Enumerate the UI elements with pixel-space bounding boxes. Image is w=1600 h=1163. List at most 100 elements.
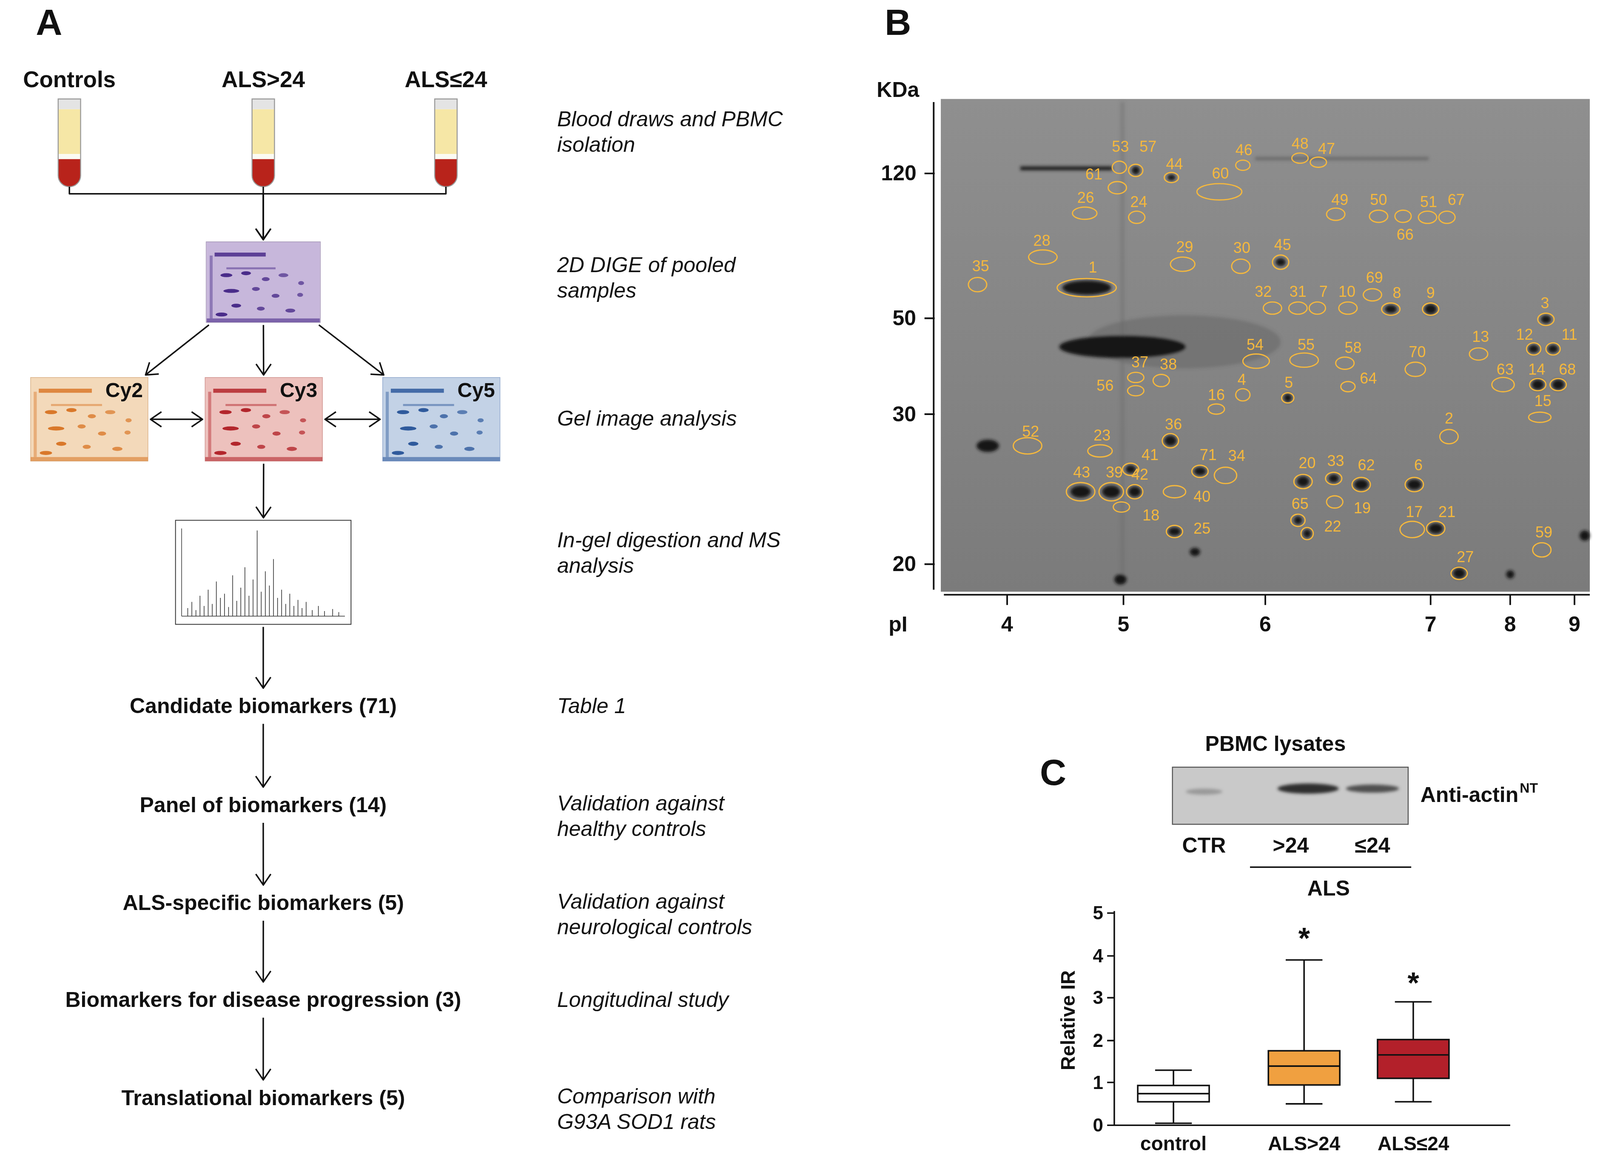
spot-rings-part xyxy=(1013,437,1042,454)
callout-number: 24 xyxy=(1130,193,1148,211)
callout-number: 65 xyxy=(1291,495,1309,513)
axis-label: 20 xyxy=(892,552,917,576)
axis-label: 120 xyxy=(881,161,917,186)
tick-label: 3 xyxy=(1093,987,1104,1008)
blood-tube: ALS≤24 xyxy=(434,99,458,187)
spot-rings-part xyxy=(1170,257,1196,272)
spot-rings-part xyxy=(1491,377,1515,393)
callout-number: 70 xyxy=(1409,343,1427,361)
ms-spectrum-image: In-gel digestion and MS analysis xyxy=(175,520,352,625)
ms-spectrum-part xyxy=(187,530,339,617)
step-description: In-gel digestion and MS analysis xyxy=(557,527,855,579)
significance-star: * xyxy=(1407,967,1419,1000)
blood-tube-part xyxy=(252,99,275,110)
callout-number: 55 xyxy=(1297,336,1315,354)
spot-rings-part xyxy=(1214,467,1237,484)
spot-rings-part xyxy=(1108,181,1127,194)
spot-rings-part xyxy=(1451,567,1468,580)
spot-rings-part xyxy=(1128,211,1145,224)
axis-label: pI xyxy=(888,612,908,637)
callout-number: 64 xyxy=(1359,370,1377,388)
box-plot-part xyxy=(1137,1085,1210,1102)
axis-label: 30 xyxy=(892,402,917,427)
spot-rings-part xyxy=(1418,211,1437,224)
blood-tube-part xyxy=(252,153,275,160)
flow-arrow xyxy=(255,1017,271,1080)
gel-thumbnails xyxy=(30,241,501,462)
blood-tube-part xyxy=(252,159,275,187)
spot-rings-part xyxy=(1526,342,1541,356)
channel-gel-image: Cy2 xyxy=(30,377,149,462)
step-description: Longitudinal study xyxy=(557,987,729,1013)
callout-number: 43 xyxy=(1073,464,1091,482)
spot-rings-part xyxy=(1272,255,1289,270)
callout-number: 42 xyxy=(1131,466,1149,484)
blood-tube-part xyxy=(58,99,81,187)
step-text: Candidate biomarkers (71) xyxy=(129,693,397,719)
step-text: Translational biomarkers (5) xyxy=(121,1085,406,1111)
gel-thumbnails-part xyxy=(204,377,323,462)
blood-tube xyxy=(434,99,458,187)
blood-tube: Controls xyxy=(58,99,81,187)
callout-number: 50 xyxy=(1369,191,1387,209)
callout-number: 20 xyxy=(1298,454,1316,472)
callout-number: 17 xyxy=(1405,503,1423,521)
callout-number: 13 xyxy=(1471,328,1489,346)
flow-arrow xyxy=(255,626,271,689)
blood-tubes xyxy=(58,99,458,187)
flow-arrow xyxy=(324,411,381,427)
callout-number: 5 xyxy=(1284,374,1293,392)
significance-star: * xyxy=(1298,922,1310,956)
callout-number: 15 xyxy=(1534,392,1552,410)
2d-gel-image-part xyxy=(976,102,1590,585)
spot-rings-part xyxy=(1405,477,1424,493)
group-label: ALS>24 xyxy=(1267,1133,1341,1155)
image-heading: ALS≤24 xyxy=(404,66,487,93)
spot-rings-part xyxy=(1293,474,1313,490)
callout-number: 47 xyxy=(1318,140,1336,158)
spot-rings-part xyxy=(1098,482,1124,502)
arrow-line xyxy=(256,463,271,518)
flow-arrow xyxy=(150,411,203,427)
tick-label: 1 xyxy=(1093,1072,1104,1094)
spot-rings-part xyxy=(1163,485,1186,499)
spot-rings-part xyxy=(1057,278,1117,297)
spot-rings-part xyxy=(1381,303,1401,316)
callout-number: 66 xyxy=(1396,226,1414,244)
axis-label: 9 xyxy=(1568,612,1581,637)
callout-number: 35 xyxy=(972,257,990,275)
spot-rings-part xyxy=(1532,542,1552,558)
spot-rings-part xyxy=(1369,210,1388,223)
spot-rings xyxy=(968,153,1567,580)
step-description: Table 1 xyxy=(557,693,627,719)
callout-number: 29 xyxy=(1176,238,1194,256)
callout-number: 60 xyxy=(1211,165,1229,183)
callout-number: 16 xyxy=(1207,386,1225,404)
step-description: Blood draws and PBMC isolation xyxy=(557,106,847,158)
callout-number: 41 xyxy=(1141,446,1159,464)
spot-rings-part xyxy=(1309,301,1326,315)
spot-rings-part xyxy=(1310,156,1327,168)
blood-tube xyxy=(252,99,275,187)
spot-rings-part xyxy=(1288,301,1307,315)
flow-arrow xyxy=(255,920,271,983)
gel-thumbnails-part xyxy=(206,241,321,323)
superscript: NT xyxy=(1519,780,1538,796)
spot-rings-part xyxy=(1231,259,1250,274)
callout-number: 25 xyxy=(1193,520,1211,538)
callout-number: 57 xyxy=(1139,138,1157,156)
callout-number: 51 xyxy=(1420,193,1438,211)
gel-thumbnails-part xyxy=(30,377,149,462)
callout-number: 40 xyxy=(1193,488,1211,506)
blot-label: >24 xyxy=(1272,834,1310,858)
spot-rings-part xyxy=(1112,161,1127,174)
callout-number: 36 xyxy=(1164,415,1182,433)
western-blot-part xyxy=(1249,866,1412,869)
spot-rings-part xyxy=(1438,211,1455,224)
spot-rings-part xyxy=(1291,153,1308,164)
spot-rings-part xyxy=(1028,250,1057,265)
axis-label: 7 xyxy=(1424,612,1437,637)
blot-label: ≤24 xyxy=(1354,834,1390,858)
callout-number: 48 xyxy=(1291,135,1309,153)
